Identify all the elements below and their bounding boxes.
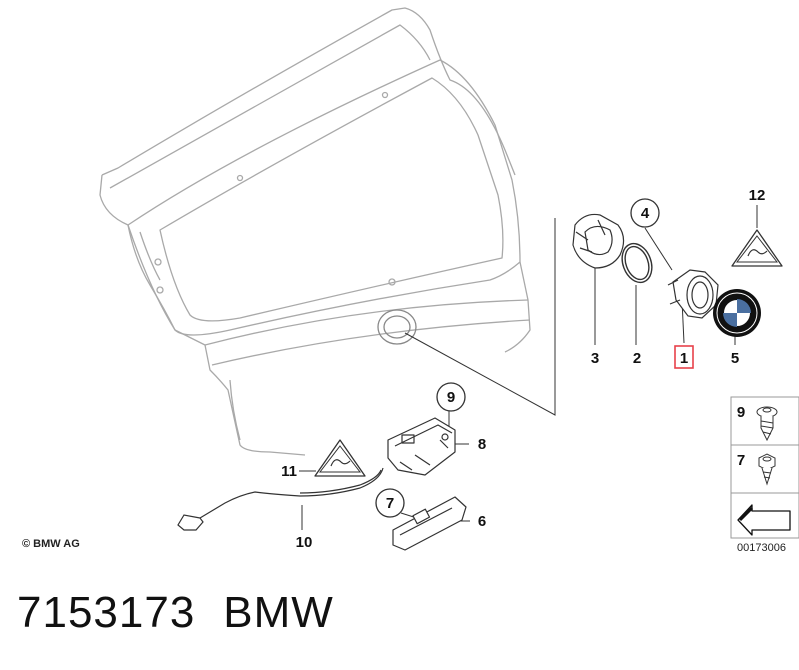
legend-label-9: 9	[737, 404, 745, 421]
callout-12: 12	[749, 187, 766, 204]
gasket-ring-part	[621, 242, 653, 284]
part-number: 7153173	[17, 588, 196, 637]
callout-1-highlighted: 1	[674, 345, 694, 369]
screw-7-icon	[758, 453, 776, 486]
callout-9-main: 9	[436, 382, 466, 412]
callout-3: 3	[591, 350, 599, 367]
svg-text:4: 4	[641, 205, 650, 222]
callout-7-main: 7	[375, 488, 405, 518]
callout-11: 11	[281, 463, 297, 480]
diagram-code: 00173006	[737, 542, 786, 554]
svg-text:1: 1	[680, 350, 688, 367]
svg-text:7: 7	[386, 495, 394, 512]
emblem-carrier-part	[667, 269, 719, 319]
callout-2: 2	[633, 350, 641, 367]
screw-9-icon	[756, 406, 778, 442]
callout-4: 4	[630, 198, 660, 228]
callout-5: 5	[731, 350, 739, 367]
copyright-text: © BMW AG	[22, 538, 80, 550]
bowden-cable-part	[177, 467, 384, 531]
parts-diagram: 4 9 7 1 2 3 5 12 8 11 10 6 9 7	[99, 7, 799, 551]
svg-text:9: 9	[447, 389, 455, 406]
callout-8: 8	[478, 436, 486, 453]
callout-6: 6	[478, 513, 486, 530]
warning-triangle-11	[314, 439, 366, 477]
direction-arrow-icon	[737, 504, 791, 536]
footer-caption: 7153173 BMW	[17, 588, 362, 638]
warning-triangle-12	[731, 229, 783, 267]
tailgate-outline	[99, 7, 531, 456]
bmw-emblem-part	[713, 289, 761, 337]
tailgate-lock-part	[387, 417, 456, 476]
fastener-legend: 9 7	[730, 396, 799, 539]
callout-10: 10	[296, 534, 313, 551]
brand-name: BMW	[223, 588, 334, 637]
cover-part	[392, 496, 467, 551]
legend-label-7: 7	[737, 452, 745, 469]
trim-holder-part	[572, 213, 625, 269]
